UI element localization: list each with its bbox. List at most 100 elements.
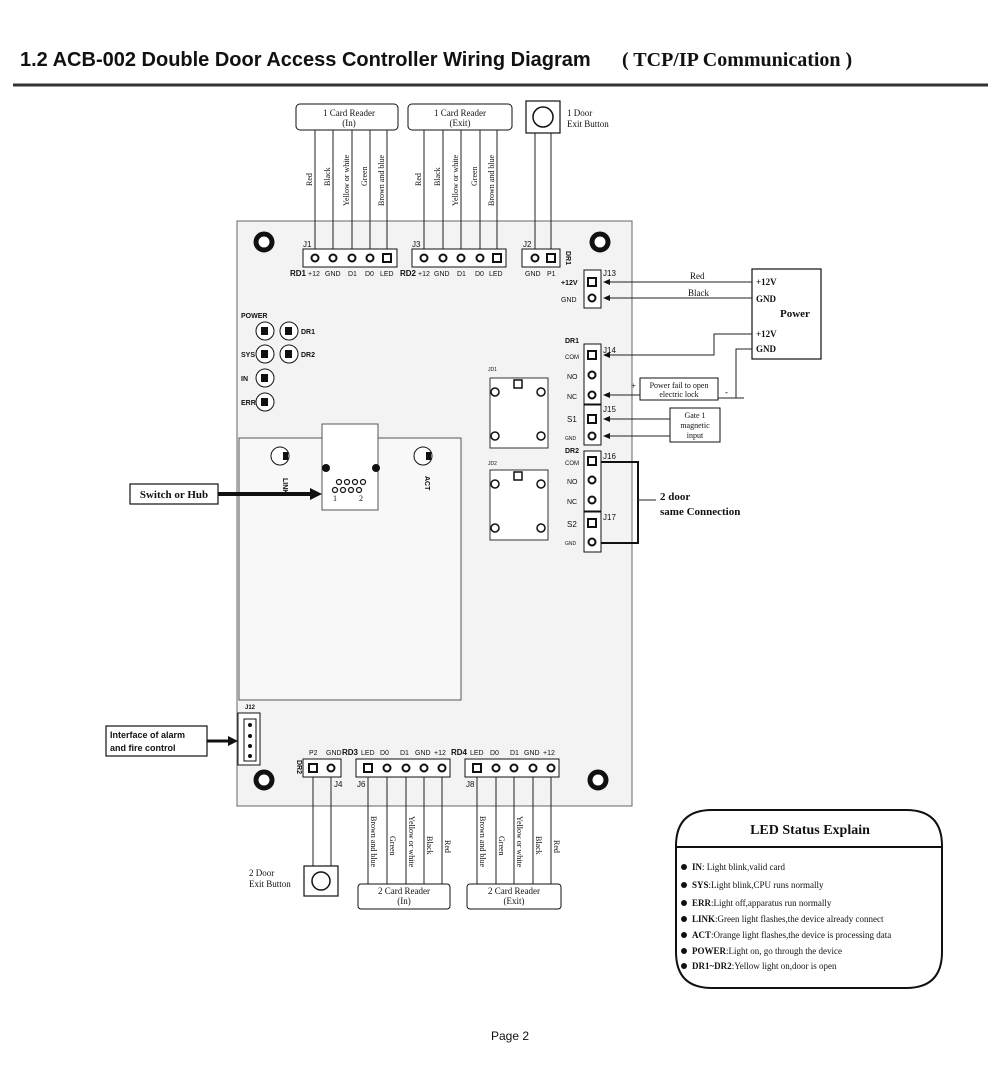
power-supply	[751, 268, 822, 360]
svg-text:J8: J8	[466, 780, 475, 789]
relay-1-label: JD1	[488, 367, 497, 373]
svg-text:Green: Green	[470, 166, 479, 186]
led-status-item: ACT:Orange light flashes,the device is p…	[692, 930, 891, 940]
svg-text:+: +	[631, 381, 636, 391]
svg-text:+12V: +12V	[561, 280, 578, 287]
card-reader-1-in	[295, 103, 399, 131]
bullet-icon	[681, 948, 687, 954]
arrow-right-icon	[310, 488, 322, 500]
svg-text:D1: D1	[457, 271, 466, 278]
svg-text:DR2: DR2	[565, 448, 579, 455]
svg-text:GND: GND	[561, 297, 577, 304]
svg-text:1 Card Reader: 1 Card Reader	[434, 108, 486, 118]
svg-text:J14: J14	[603, 346, 616, 355]
svg-text:Power fail to open: Power fail to open	[650, 381, 709, 390]
svg-text:J17: J17	[603, 513, 616, 522]
svg-text:D1: D1	[400, 750, 409, 757]
svg-text:J13: J13	[603, 269, 616, 278]
svg-text:NO: NO	[567, 479, 578, 486]
svg-text:P2: P2	[309, 750, 318, 757]
svg-text:Exit Button: Exit Button	[567, 119, 609, 129]
svg-text:J2: J2	[523, 240, 532, 249]
rj45-pin1-label: 1	[333, 494, 337, 503]
svg-text:Red: Red	[305, 173, 314, 186]
svg-text:1 Card Reader: 1 Card Reader	[323, 108, 375, 118]
link-led-icon	[270, 446, 290, 466]
svg-text:D0: D0	[475, 271, 484, 278]
svg-text:Black: Black	[688, 288, 709, 298]
rj45-pin2-label: 2	[359, 494, 363, 503]
mount-hole	[587, 769, 609, 791]
svg-text:Brown and blue: Brown and blue	[487, 154, 496, 206]
arrow-right-icon	[228, 736, 238, 746]
svg-text:same Connection: same Connection	[660, 506, 740, 518]
svg-text:RD1: RD1	[290, 269, 307, 278]
page-subtitle: ( TCP/IP Communication )	[622, 49, 852, 71]
svg-text:GND: GND	[756, 294, 777, 304]
rj45-pin	[372, 464, 380, 472]
svg-text:D0: D0	[380, 750, 389, 757]
reader-1-in-wires	[314, 130, 388, 258]
svg-text:Brown and blue: Brown and blue	[377, 154, 386, 206]
svg-text:NO: NO	[567, 374, 578, 381]
svg-text:GND: GND	[434, 271, 450, 278]
dr1-led-label: DR1	[301, 329, 315, 336]
svg-text:RD2: RD2	[400, 269, 417, 278]
svg-text:COM: COM	[565, 461, 579, 467]
svg-text:RD4: RD4	[451, 748, 468, 757]
svg-text:NC: NC	[567, 394, 577, 401]
svg-text:Gate 1: Gate 1	[684, 411, 705, 420]
svg-text:(Exit): (Exit)	[504, 896, 525, 906]
svg-text:(Exit): (Exit)	[450, 118, 471, 128]
svg-text:+12: +12	[434, 750, 446, 757]
svg-text:LED: LED	[361, 750, 375, 757]
power-led-label: POWER	[241, 313, 267, 320]
mount-hole	[253, 769, 275, 791]
svg-text:+12V: +12V	[756, 329, 777, 339]
svg-text:(In): (In)	[397, 896, 411, 906]
svg-text:2 Card Reader: 2 Card Reader	[378, 886, 430, 896]
svg-text:GND: GND	[524, 750, 540, 757]
bullet-icon	[681, 963, 687, 969]
svg-text:GND: GND	[525, 271, 541, 278]
svg-text:magnetic: magnetic	[680, 421, 710, 430]
in-led-label: IN	[241, 376, 248, 383]
svg-text:Red: Red	[552, 840, 561, 853]
svg-text:GND: GND	[565, 436, 577, 442]
bullet-icon	[681, 932, 687, 938]
svg-text:LED: LED	[470, 750, 484, 757]
alarm-fire-interface	[105, 725, 208, 757]
card-reader-2-exit	[466, 883, 562, 910]
svg-text:Red: Red	[443, 840, 452, 853]
svg-text:S2: S2	[567, 520, 577, 529]
svg-text:J3: J3	[412, 240, 421, 249]
led-status-title: LED Status Explain	[750, 823, 870, 838]
svg-text:D1: D1	[348, 271, 357, 278]
door-2-bracket	[601, 461, 639, 544]
svg-text:DR1: DR1	[565, 338, 579, 345]
bullet-icon	[681, 900, 687, 906]
svg-text:-: -	[725, 387, 728, 397]
fail-open-note	[639, 377, 719, 401]
led-status-list: IN: Light blink,valid card SYS:Light bli…	[681, 862, 891, 971]
svg-text:Exit Button: Exit Button	[249, 879, 291, 889]
relay-2-label: JD2	[488, 461, 497, 467]
exit-button-icon	[532, 106, 554, 128]
power-supply-title: Power	[780, 308, 810, 320]
svg-text:Black: Black	[425, 836, 434, 855]
svg-text:GND: GND	[415, 750, 431, 757]
svg-text:and fire control: and fire control	[110, 743, 176, 753]
gate-1-magnetic-input	[669, 407, 721, 443]
svg-text:LED: LED	[380, 271, 394, 278]
svg-text:Interface of alarm: Interface of alarm	[110, 730, 185, 740]
bullet-icon	[681, 864, 687, 870]
svg-text:2 Door: 2 Door	[249, 868, 274, 878]
svg-text:S1: S1	[567, 415, 577, 424]
svg-text:Green: Green	[497, 836, 506, 856]
mount-hole	[589, 231, 611, 253]
svg-text:Green: Green	[388, 836, 397, 856]
err-led-label: ERR	[241, 400, 256, 407]
svg-text:GND: GND	[326, 750, 342, 757]
svg-text:P1: P1	[547, 271, 556, 278]
svg-text:Red: Red	[690, 271, 705, 281]
